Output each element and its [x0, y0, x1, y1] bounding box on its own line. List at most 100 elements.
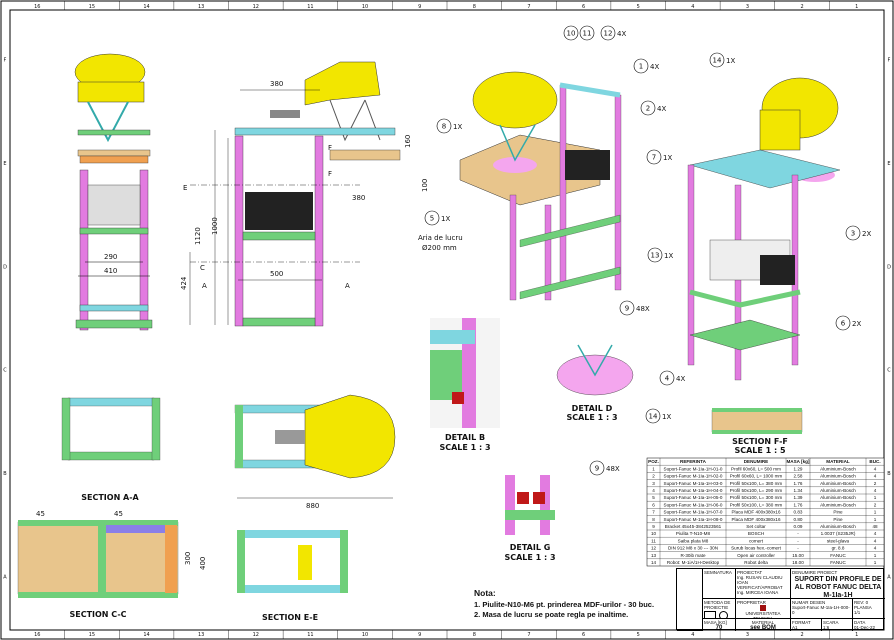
detail-b-scale: SCALE 1 : 3: [439, 443, 490, 452]
section-marker-f: F: [328, 144, 332, 152]
column-marker: 10: [362, 632, 368, 638]
column-marker: 11: [307, 632, 313, 638]
balloon-number: 2: [646, 105, 650, 113]
bom-cell: Aluminium-Bosch: [820, 488, 856, 493]
mass: 70: [715, 624, 723, 631]
column-marker: 2: [800, 632, 803, 638]
drawing-title: SUPORT DIN PROFILE DE AL ROBOT FANUC DEL…: [794, 575, 882, 599]
column-marker: 16: [34, 632, 40, 638]
bom-cell: 2: [652, 474, 655, 479]
dimension-880: 880: [306, 502, 319, 510]
bom-cell: DIN 912 M8 x 30 --- 30N: [668, 546, 718, 551]
detail-b-title: DETAIL B: [445, 433, 485, 442]
balloon-quantity: 1X: [663, 154, 672, 162]
bom-cell: Suport-Fanuc M-1Ia-1H-03-0: [664, 481, 723, 486]
sheet-label: PLANSA: [854, 604, 872, 610]
balloon-number: 1: [639, 63, 643, 71]
column-marker: 8: [473, 632, 476, 638]
bom-cell: Robot: M-1iA/1H-Desktop: [667, 560, 720, 565]
balloon-quantity: 48X: [636, 305, 650, 313]
bom-cell: -: [797, 546, 799, 551]
balloon-quantity: 2X: [862, 230, 871, 238]
column-marker: 14: [143, 4, 149, 10]
isometric-view-2: [687, 77, 841, 381]
bom-cell: 1.76: [794, 481, 803, 486]
bom-cell: Open air controller: [737, 553, 775, 558]
row-marker: C: [3, 368, 7, 374]
bom-cell: 1: [874, 495, 877, 500]
balloon-number: 9: [625, 305, 629, 313]
balloon-number: 5: [430, 215, 434, 223]
dimension-380-right: 380: [352, 194, 365, 202]
section-aa-title: SECTION A-A: [81, 493, 139, 502]
bom-cell: steel-glava: [827, 538, 850, 543]
drawing-number-cell: NUMAR DESEN Suport-Fanuc M-1Ia-1H-000-0 …: [791, 599, 885, 619]
column-marker: 14: [143, 632, 149, 638]
robot-arms: [87, 101, 129, 143]
side-view: 380 160 100 380 1120 1000 424 500 E C A …: [180, 61, 429, 327]
date-label: DATA: [854, 619, 866, 625]
bom-cell: Saiba plata M8: [678, 538, 709, 543]
controller: [87, 184, 141, 226]
bom-cell: 0.80: [794, 517, 803, 522]
section-cc-title: SECTION C-C: [69, 610, 126, 619]
balloon-quantity: 1X: [662, 413, 671, 421]
dimension-100: 100: [421, 179, 429, 192]
bom-cell: 4: [874, 466, 877, 471]
balloon-quantity: 1X: [664, 252, 673, 260]
bom-cell: 0.09: [794, 524, 803, 529]
bom-cell: Aluminium-Bosch: [820, 495, 856, 500]
company-cell: PROPRIETAR UNIVERSITATEA TEHNICA: [736, 599, 791, 619]
bom-cell: Set coltar: [746, 524, 766, 529]
column-marker: 7: [527, 4, 530, 10]
bom-cell: Surub locas hex.-comert: [731, 546, 782, 551]
format-scale-date-cell: FORMAT A1 SCARA 1:6 DATA 01-Dec-22: [791, 619, 885, 631]
row-marker: B: [3, 471, 7, 477]
bom-cell: 12: [651, 546, 657, 551]
format-label: FORMAT: [792, 619, 811, 625]
notes: Nota: 1. Piulite-N10-M6 pt. prinderea MD…: [474, 588, 654, 619]
section-aa-view: SECTION A-A: [61, 397, 161, 502]
bom-cell: 10: [651, 531, 657, 536]
column-marker: 9: [418, 632, 421, 638]
column-marker: 1: [855, 4, 858, 10]
bom-cell: -: [797, 531, 799, 536]
row-marker: F: [4, 58, 7, 64]
checked-label: VERIFICAT/APROBAT: [737, 584, 783, 590]
column-marker: 6: [582, 632, 585, 638]
dimension-1120: 1120: [194, 227, 202, 245]
section-ff-scale: SCALE 1 : 5: [734, 446, 786, 455]
work-area-diameter: Ø200 mm: [422, 244, 457, 252]
drawing-no: Suport-Fanuc M-1Ia-1H-000-0: [792, 604, 850, 615]
bom-cell: BOSCH: [748, 531, 764, 536]
dimension-410: 410: [104, 267, 117, 275]
bom-cell: 6: [652, 502, 655, 507]
balloon-10: 10: [563, 25, 579, 41]
drawing-name-label: DENUMIRE PROIECT: [792, 569, 838, 575]
bom-cell: Bracket 45x45-3842523561: [665, 524, 722, 529]
bom-cell: 5: [652, 495, 655, 500]
dimension-380-top: 380: [270, 80, 283, 88]
bom-cell: REFERINTA: [680, 459, 707, 464]
column-marker: 4: [691, 632, 694, 638]
balloon-number: 9: [595, 465, 599, 473]
balloon-number: 8: [442, 123, 446, 131]
bom-cell: 8: [652, 517, 655, 522]
dimension-160: 160: [404, 135, 412, 148]
university-logo-icon: [760, 604, 766, 611]
bom-cell: 1.29: [794, 466, 803, 471]
column-marker: 5: [637, 4, 640, 10]
bom-row: 12 DIN 912 M8 x 30 --- 30N Surub locas hex…: [651, 546, 877, 551]
bom-cell: Suport-Fanuc M-1Ia-1H-04-0: [664, 488, 723, 493]
border-ruler: 1616151514141313121211111010998877665544…: [3, 1, 891, 639]
bom-cell: -: [797, 538, 799, 543]
balloon-number: 7: [652, 154, 656, 162]
bom-cell: Robot delta: [744, 560, 768, 565]
column-marker: 1: [855, 632, 858, 638]
